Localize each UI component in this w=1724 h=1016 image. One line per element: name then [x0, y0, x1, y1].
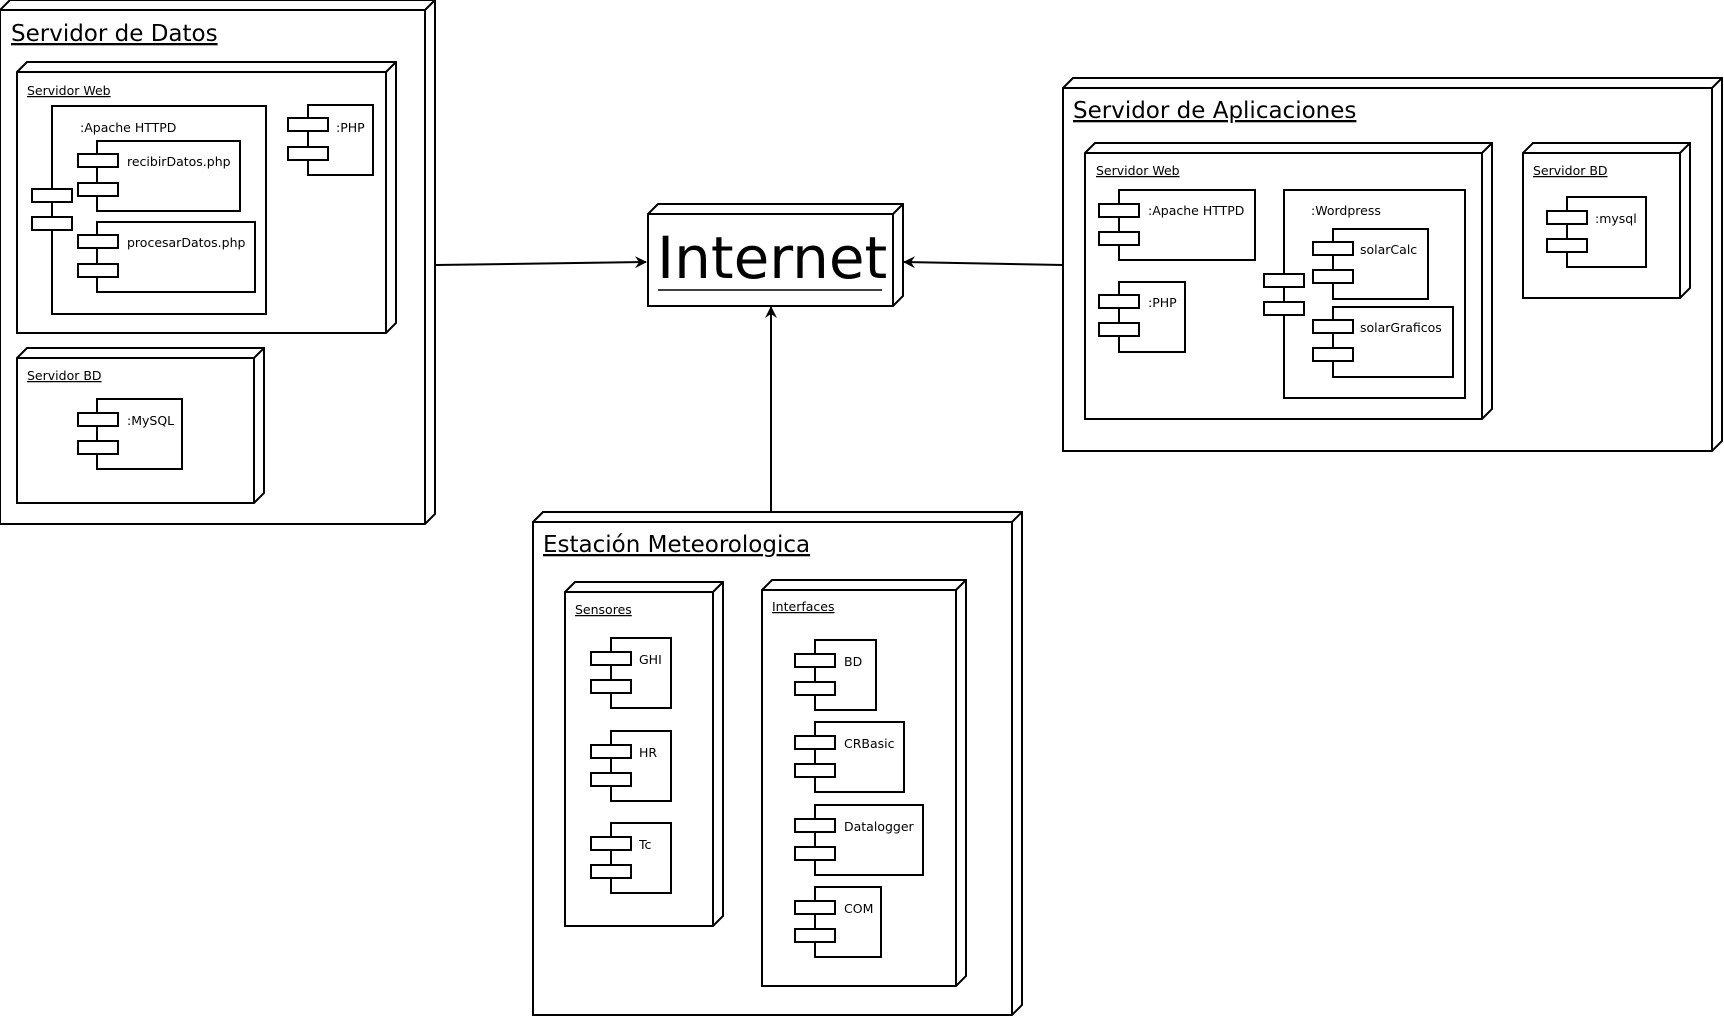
component-apache-apps: :Apache HTTPD — [1098, 189, 1256, 261]
component-label: recibirDatos.php — [127, 154, 231, 169]
component-recibir-datos: recibirDatos.php — [77, 140, 241, 212]
node-servidor-web-datos: Servidor Web :Apache HTTPD recibirDatos.… — [16, 61, 397, 334]
connector-datos-internet — [435, 256, 647, 269]
component-solarcalc: solarCalc — [1312, 228, 1429, 300]
node-title: Sensores — [575, 602, 632, 617]
component-label: COM — [844, 901, 873, 916]
component-label: :Apache HTTPD — [80, 120, 176, 135]
component-label: :mysql — [1595, 211, 1637, 226]
node-internet: Internet — [647, 203, 904, 307]
component-mysql-apps: :mysql — [1546, 196, 1647, 268]
component-label: :Wordpress — [1311, 203, 1381, 218]
node-estacion-meteorologica: Estación Meteorologica Sensores GHI HR — [532, 511, 1023, 1016]
connector-apps-internet — [903, 256, 1064, 269]
component-php-datos: :PHP — [287, 104, 374, 176]
node-title: Estación Meteorologica — [543, 532, 810, 558]
component-label: Datalogger — [844, 819, 915, 834]
node-title: Servidor de Datos — [11, 21, 218, 47]
node-servidor-datos: Servidor de Datos Servidor Web :Apache H… — [0, 0, 436, 525]
component-hr: HR — [590, 730, 672, 802]
component-label: :Apache HTTPD — [1148, 203, 1244, 218]
component-label: CRBasic — [844, 736, 895, 751]
component-label: solarGraficos — [1360, 320, 1442, 335]
component-solargraficos: solarGraficos — [1312, 306, 1454, 378]
component-datalogger: Datalogger — [794, 804, 924, 876]
component-php-apps: :PHP — [1098, 281, 1186, 353]
node-title: Servidor Web — [27, 83, 111, 98]
node-interfaces: Interfaces BD CRBasic Datalogger — [761, 579, 967, 987]
component-bd-interface: BD — [794, 639, 877, 711]
component-label: BD — [844, 654, 862, 669]
component-label: Tc — [638, 837, 652, 852]
node-servidor-aplicaciones: Servidor de Aplicaciones Servidor Web :A… — [1062, 77, 1723, 452]
node-servidor-bd-datos: Servidor BD :MySQL — [16, 347, 265, 504]
component-tc: Tc — [590, 822, 672, 894]
component-label: procesarDatos.php — [127, 235, 245, 250]
component-label: solarCalc — [1360, 242, 1417, 257]
node-title: Servidor Web — [1096, 163, 1180, 178]
node-title: Servidor BD — [27, 368, 102, 383]
component-com: COM — [794, 886, 882, 958]
node-servidor-web-apps: Servidor Web :Apache HTTPD :PHP :Wordpre… — [1084, 142, 1493, 420]
node-sensores: Sensores GHI HR Tc — [564, 581, 724, 927]
node-servidor-bd-apps: Servidor BD :mysql — [1522, 142, 1691, 299]
component-ghi: GHI — [590, 637, 672, 709]
component-label: :PHP — [336, 120, 365, 135]
component-label: GHI — [639, 652, 662, 667]
node-title: Servidor de Aplicaciones — [1073, 98, 1356, 124]
component-mysql-datos: :MySQL — [77, 398, 183, 470]
component-crbasic: CRBasic — [794, 721, 905, 793]
component-label: HR — [639, 745, 657, 760]
component-label: :MySQL — [127, 413, 174, 428]
node-title: Interfaces — [772, 599, 834, 614]
internet-title: Internet — [657, 224, 887, 292]
component-procesar-datos: procesarDatos.php — [77, 221, 256, 293]
node-title: Servidor BD — [1533, 163, 1608, 178]
component-label: :PHP — [1148, 295, 1177, 310]
